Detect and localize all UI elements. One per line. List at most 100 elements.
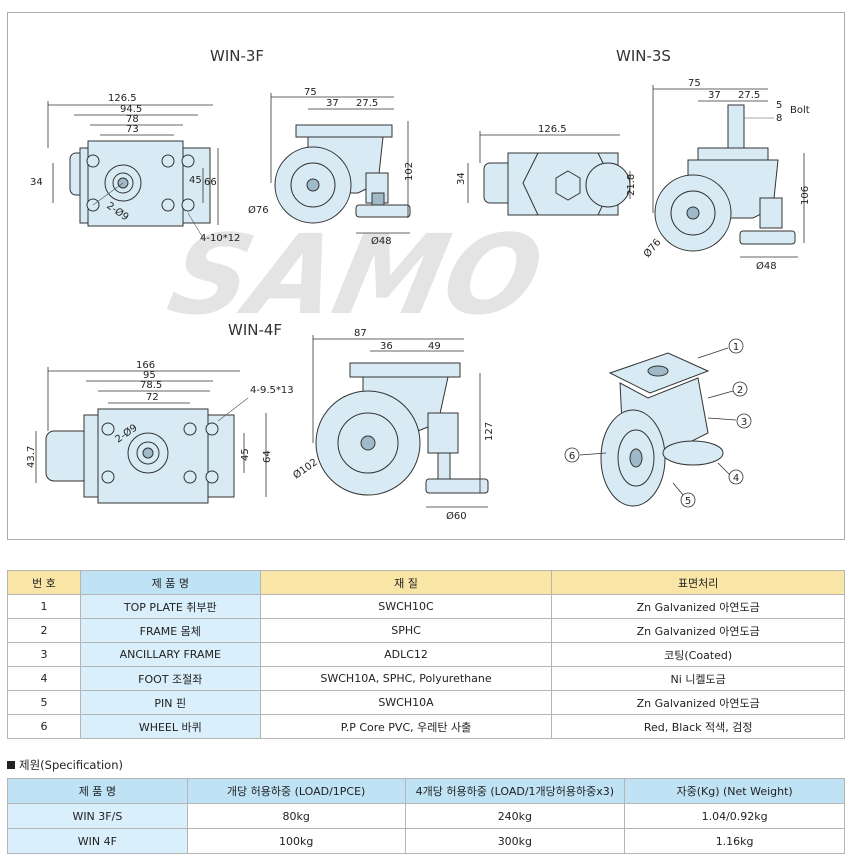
win3s-side-view: 75 37 27.5 5 8 Bolt 106 Ø76 Ø48 — [641, 78, 811, 272]
cell: SWCH10A, SPHC, Polyurethane — [259, 666, 553, 691]
dim-4f-side-wheel: Ø102 — [291, 456, 320, 481]
cell: FRAME 몸체 — [79, 618, 261, 643]
callout-label-4: 4 — [733, 473, 739, 484]
materials-header-material: 재 질 — [259, 570, 553, 595]
dim-3f-side-3: 27.5 — [356, 98, 378, 109]
dim-3f-top-h1: 34 — [30, 177, 43, 188]
dim-3s-top-h1: 34 — [456, 172, 467, 185]
dim-4f-side-1: 87 — [354, 328, 367, 339]
cell: FOOT 조절좌 — [79, 666, 261, 691]
spec-table: 제 품 명 개당 허용하중 (LOAD/1PCE) 4개당 허용하중 (LOAD… — [7, 778, 845, 854]
dim-4f-side-2: 36 — [380, 341, 393, 352]
cell: SWCH10A — [259, 690, 553, 715]
dim-4f-side-h: 127 — [484, 422, 495, 441]
cell: 1 — [7, 594, 81, 619]
callout-2 — [732, 381, 748, 397]
cell: Red, Black 적색, 검정 — [551, 714, 845, 739]
cell: Zn Galvanized 아연도금 — [551, 618, 845, 643]
cell: 1.04/0.92kg — [624, 803, 845, 829]
dim-4f-top-holes: 4-9.5*13 — [250, 385, 294, 396]
dim-4f-top-h3: 64 — [262, 450, 273, 463]
cell: 300kg — [404, 828, 626, 854]
cell: PIN 핀 — [79, 690, 261, 715]
cell: 80kg — [186, 803, 406, 829]
dim-3f-top-3: 78 — [126, 114, 139, 125]
cell: TOP PLATE 취부판 — [79, 594, 261, 619]
cell: 2 — [7, 618, 81, 643]
spec-header-name: 제 품 명 — [7, 778, 188, 804]
cell: Zn Galvanized 아연도금 — [551, 594, 845, 619]
dim-3f-top-h2: 45 — [189, 175, 202, 186]
dim-3f-top-2: 94.5 — [120, 104, 142, 115]
win4f-side-view: 87 36 49 127 Ø102 Ø60 — [291, 328, 495, 522]
cell: SWCH10C — [259, 594, 553, 619]
cell: P.P Core PVC, 우레탄 사출 — [259, 714, 553, 739]
cell: ADLC12 — [259, 642, 553, 667]
callout-label-6: 6 — [569, 451, 575, 462]
cell: WIN 4F — [7, 828, 188, 854]
spec-header-load4: 4개당 허용하중 (LOAD/1개당허용하중x3) — [404, 778, 626, 804]
callout-6 — [564, 447, 580, 463]
cell: 100kg — [186, 828, 406, 854]
cell: WIN 3F/S — [7, 803, 188, 829]
spec-header-row: 제 품 명 개당 허용하중 (LOAD/1PCE) 4개당 허용하중 (LOAD… — [7, 778, 845, 804]
spec-heading-text: 제원(Specification) — [19, 758, 123, 772]
technical-drawing-panel: SAMO WIN-3F WIN-3S WIN-4F 126.5 94.5 78 … — [7, 12, 845, 540]
dim-3s-side-foot: Ø48 — [756, 260, 777, 272]
callout-label-1: 1 — [733, 342, 739, 353]
square-bullet-icon — [7, 761, 15, 769]
title-win-3f: WIN-3F — [210, 47, 264, 65]
materials-header-name: 제 품 명 — [79, 570, 261, 595]
cell: 코팅(Coated) — [551, 642, 845, 667]
callout-4 — [728, 469, 744, 485]
dim-3f-top-4: 73 — [126, 124, 139, 135]
dim-3s-side-3: 27.5 — [738, 90, 760, 101]
cell: Zn Galvanized 아연도금 — [551, 690, 845, 715]
dim-4f-top-h1: 43.7 — [26, 446, 37, 468]
dim-3f-side-h: 102 — [404, 162, 415, 181]
dim-3f-side-1: 75 — [304, 87, 317, 98]
materials-header-no: 번 호 — [7, 570, 81, 595]
callout-3 — [736, 413, 752, 429]
dim-3s-side-1: 75 — [688, 78, 701, 89]
dim-3f-side-2: 37 — [326, 98, 339, 109]
dim-3f-side-wheel: Ø76 — [248, 204, 269, 216]
dim-3s-side-h: 106 — [800, 186, 811, 205]
dim-4f-top-4: 72 — [146, 392, 159, 403]
callout-1 — [728, 338, 744, 354]
assembly-3d-view: 1 2 3 4 5 6 — [564, 338, 752, 508]
cell: 6 — [7, 714, 81, 739]
cell: Ni 니켈도금 — [551, 666, 845, 691]
title-win-3s: WIN-3S — [616, 47, 671, 65]
cell: ANCILLARY FRAME — [79, 642, 261, 667]
dim-4f-side-foot: Ø60 — [446, 510, 467, 522]
dim-4f-top-1: 166 — [136, 360, 155, 371]
dim-4f-side-3: 49 — [428, 341, 441, 352]
dim-3s-bolt-den: 8 — [776, 113, 782, 124]
dim-3f-top-1: 126.5 — [108, 93, 137, 104]
spec-header-load: 개당 허용하중 (LOAD/1PCE) — [186, 778, 406, 804]
dim-4f-top-3: 78.5 — [140, 380, 162, 391]
dim-4f-top-h2: 45 — [240, 448, 251, 461]
dim-3s-side-2: 37 — [708, 90, 721, 101]
technical-drawing: SAMO WIN-3F WIN-3S WIN-4F 126.5 94.5 78 … — [26, 47, 811, 522]
dim-3s-side-wheel: Ø76 — [641, 236, 663, 260]
win3s-top-view: 126.5 34 21.8 — [456, 124, 637, 216]
cell: WHEEL 바퀴 — [79, 714, 261, 739]
spec-header-weight: 자중(Kg) (Net Weight) — [624, 778, 845, 804]
dim-3s-bolt: Bolt — [790, 105, 810, 116]
win3f-side-view: 75 37 27.5 102 Ø76 Ø48 — [248, 87, 415, 247]
callout-label-3: 3 — [741, 417, 747, 428]
callout-label-5: 5 — [685, 496, 691, 507]
callout-5 — [680, 492, 696, 508]
cell: 4 — [7, 666, 81, 691]
dim-3f-top-holes: 4-10*12 — [200, 233, 240, 244]
dim-3f-side-foot: Ø48 — [371, 235, 392, 247]
cell: 3 — [7, 642, 81, 667]
dim-3s-top-h2: 21.8 — [626, 174, 637, 196]
